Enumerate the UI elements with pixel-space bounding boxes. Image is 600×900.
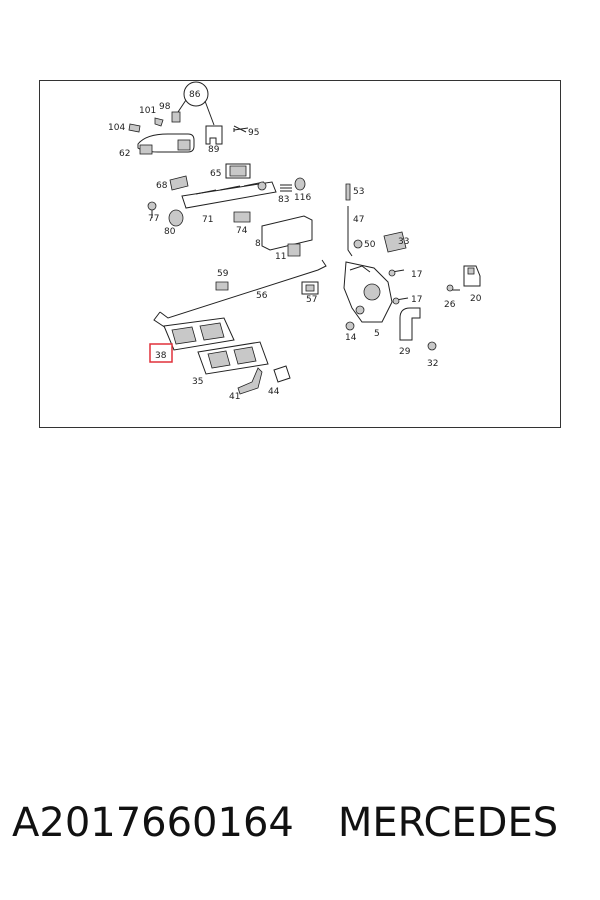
callout-label: 29 (399, 347, 411, 357)
callout-label: 86 (189, 90, 201, 100)
callout-label: 17 (411, 270, 422, 280)
caption: A2017660164 MERCEDES (12, 800, 592, 860)
callout-label: 44 (268, 387, 280, 397)
callout-label: 56 (256, 291, 268, 301)
callout-label: 41 (229, 392, 240, 402)
callout-label: 26 (444, 300, 456, 310)
rod-group (153, 259, 327, 329)
callout-labels: 86 98 101 104 95 62 89 65 68 83 116 53 7… (108, 90, 482, 402)
callout-label: 89 (208, 145, 220, 155)
lock-group (343, 183, 481, 351)
callout-label: 80 (164, 227, 176, 237)
callout-label: 14 (345, 333, 357, 343)
callout-label: 74 (236, 226, 248, 236)
part-number: A2017660164 (12, 800, 294, 846)
callout-label-highlighted: 38 (155, 351, 167, 361)
linkage-group (147, 163, 313, 257)
callout-label: 33 (398, 237, 409, 247)
callout-label: 62 (119, 149, 130, 159)
callout-label: 77 (148, 214, 159, 224)
callout-label: 116 (294, 193, 311, 203)
callout-label: 65 (210, 169, 221, 179)
callout-label: 59 (217, 269, 229, 279)
callout-label: 98 (159, 102, 171, 112)
callout-label: 53 (353, 187, 364, 197)
callout-label: 57 (306, 295, 317, 305)
callout-label: 11 (275, 252, 286, 262)
outside-handle-group (128, 81, 249, 155)
callout-label: 104 (108, 123, 125, 133)
callout-label: 5 (374, 329, 380, 339)
callout-label: 101 (139, 106, 156, 116)
brand-name: MERCEDES (337, 800, 559, 846)
callout-label: 83 (278, 195, 289, 205)
callout-circle (183, 81, 209, 107)
highlight-box (149, 343, 173, 363)
callout-label: 95 (248, 128, 259, 138)
callout-label: 50 (364, 240, 376, 250)
callout-label: 35 (192, 377, 203, 387)
inside-handle-group (163, 317, 291, 395)
callout-label: 68 (156, 181, 168, 191)
callout-label: 8 (255, 239, 261, 249)
callout-label: 20 (470, 294, 482, 304)
callout-label: 71 (202, 215, 213, 225)
callout-label: 32 (427, 359, 438, 369)
callout-label: 17 (411, 295, 422, 305)
callout-label: 47 (353, 215, 364, 225)
